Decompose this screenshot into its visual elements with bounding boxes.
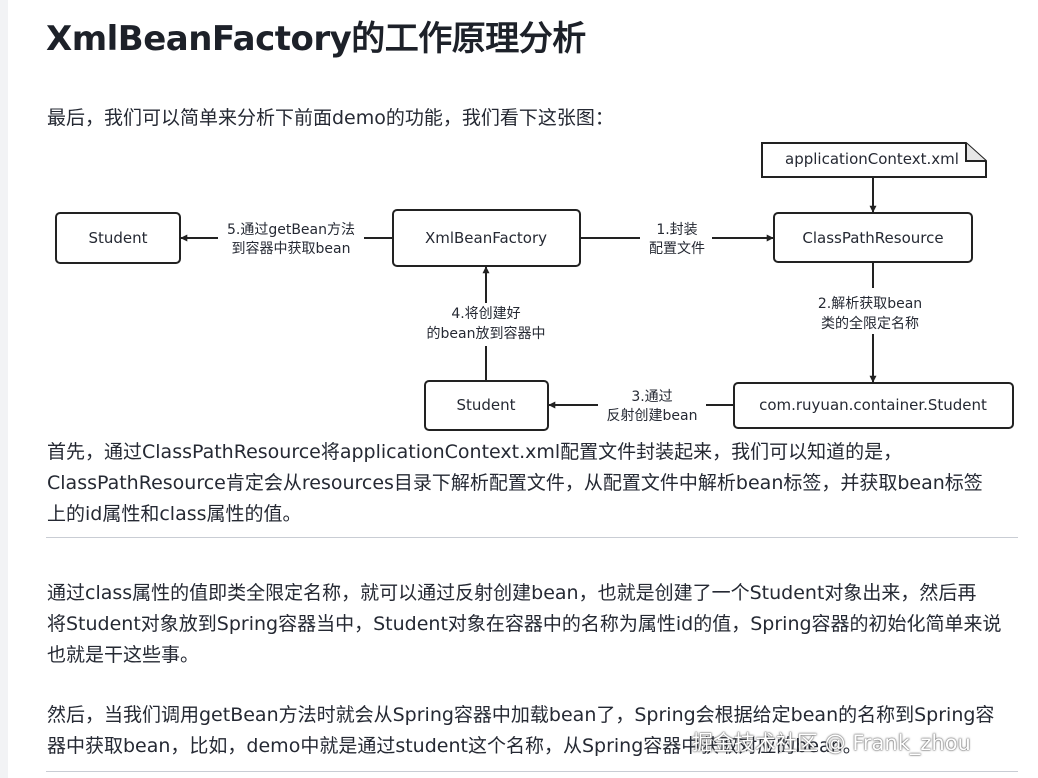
edge-label-step1-line1: 1.封装 bbox=[656, 222, 697, 238]
node-student-bottom: Student bbox=[424, 380, 549, 431]
edge-label-step1-line2: 配置文件 bbox=[649, 241, 705, 257]
edge-label-step1: 1.封装 配置文件 bbox=[649, 222, 705, 257]
edge-label-step3-line1: 3.通过 bbox=[631, 389, 672, 405]
edge-label-step3-line2: 反射创建bean bbox=[607, 408, 698, 424]
paragraph-1-line-1: 首先，通过ClassPathResource将applicationContex… bbox=[47, 441, 903, 463]
node-xml-bean-factory: XmlBeanFactory bbox=[392, 209, 581, 267]
node-xml-bean-factory-label: XmlBeanFactory bbox=[425, 229, 547, 247]
node-class-path-resource: ClassPathResource bbox=[773, 212, 973, 263]
intro-paragraph: 最后，我们可以简单来分析下前面demo的功能，我们看下这张图： bbox=[47, 107, 614, 129]
node-application-context-xml: applicationContext.xml bbox=[761, 142, 987, 178]
edge-label-step2-line2: 类的全限定名称 bbox=[821, 315, 919, 332]
node-student-left: Student bbox=[55, 212, 181, 264]
paragraph-1-line-3: 上的id属性和class属性的值。 bbox=[47, 503, 302, 525]
paragraph-3-line-1: 然后，当我们调用getBean方法时就会从Spring容器中加载bean了，Sp… bbox=[47, 704, 995, 726]
node-student-left-label: Student bbox=[88, 229, 147, 247]
article-title: XmlBeanFactory的工作原理分析 bbox=[46, 19, 586, 59]
node-student-class-label: com.ruyuan.container.Student bbox=[759, 396, 987, 414]
workflow-diagram: applicationContext.xml Student XmlBeanFa… bbox=[55, 142, 1014, 431]
edge-label-step3: 3.通过 反射创建bean bbox=[607, 389, 698, 424]
edge-label-step5: 5.通过getBean方法 到容器中获取bean bbox=[227, 222, 355, 257]
edge-label-step2: 2.解析获取bean 类的全限定名称 bbox=[818, 296, 922, 332]
paragraph-3-line-2: 器中获取bean，比如，demo中就是通过student这个名称，从Spring… bbox=[47, 735, 862, 757]
paragraph-2-line-2: 将Student对象放到Spring容器当中，Student对象在容器中的名称为… bbox=[47, 613, 1002, 635]
edge-label-step4-line2: 的bean放到容器中 bbox=[427, 325, 546, 342]
paragraph-2-line-3: 也就是干这些事。 bbox=[47, 644, 200, 666]
divider-2 bbox=[46, 771, 1018, 772]
watermark: 掘金技术社区 @ Frank_zhou bbox=[692, 731, 971, 755]
node-application-context-xml-label: applicationContext.xml bbox=[785, 150, 959, 168]
edge-label-step2-line1: 2.解析获取bean bbox=[818, 296, 922, 312]
node-student-bottom-label: Student bbox=[456, 396, 515, 414]
paragraph-2-line-1: 通过class属性的值即类全限定名称，就可以通过反射创建bean，也就是创建了一… bbox=[47, 582, 977, 604]
edge-label-step4: 4.将创建好 的bean放到容器中 bbox=[427, 306, 546, 342]
page-left-strip bbox=[0, 0, 8, 778]
edge-label-step5-line2: 到容器中获取bean bbox=[232, 240, 351, 257]
edge-label-step4-line1: 4.将创建好 bbox=[451, 306, 520, 322]
divider-1 bbox=[46, 537, 1018, 538]
node-student-class: com.ruyuan.container.Student bbox=[733, 382, 1014, 429]
paragraph-1-line-2: ClassPathResource肯定会从resources目录下解析配置文件，… bbox=[47, 472, 983, 494]
edge-label-step5-line1: 5.通过getBean方法 bbox=[227, 222, 355, 238]
node-class-path-resource-label: ClassPathResource bbox=[802, 229, 943, 247]
